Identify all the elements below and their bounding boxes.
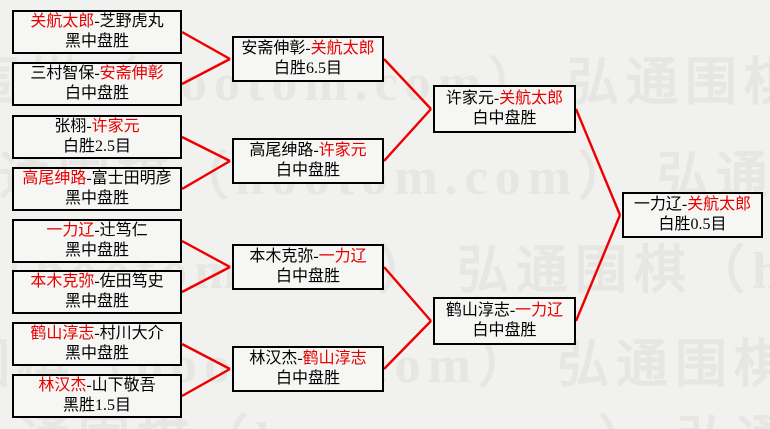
- player-name: 许家元: [318, 142, 367, 159]
- player-name: 一力辽: [318, 248, 367, 265]
- player-name: 村川大介: [99, 325, 164, 342]
- watermark-text: 弘通围棋（hootom.com） 弘通围棋（hootom.com） 弘通围棋（h…: [0, 398, 770, 429]
- separator: -: [94, 13, 100, 30]
- match-result: 白中盘胜: [275, 268, 340, 285]
- match-players: 鹤山淳志-村川大介: [30, 324, 163, 344]
- match-box-r1-4: 高尾绅路-富士田明彦 黑中盘胜: [12, 167, 182, 211]
- match-result: 白中盘胜: [275, 370, 340, 387]
- match-box-r2-2: 高尾绅路-许家元 白中盘胜: [232, 138, 384, 184]
- player-name: 芝野虎丸: [99, 13, 164, 30]
- player-name: 关航太郎: [30, 13, 95, 30]
- player-name: 安斋伸彰: [99, 65, 164, 82]
- player-name: 林汉杰: [249, 350, 298, 367]
- player-name: 高尾绅路: [249, 142, 314, 159]
- player-name: 安斋伸彰: [241, 40, 306, 57]
- player-name: 三村智保: [30, 65, 95, 82]
- separator: -: [94, 65, 100, 82]
- player-name: 关航太郎: [687, 196, 752, 213]
- separator: -: [313, 248, 319, 265]
- match-players: 高尾绅路-富士田明彦: [22, 169, 171, 189]
- player-name: 林汉杰: [38, 377, 87, 394]
- match-result: 白中盘胜: [275, 162, 340, 179]
- separator: -: [94, 325, 100, 342]
- separator: -: [305, 40, 311, 57]
- match-result: 白中盘胜: [64, 85, 129, 102]
- match-box-sf-1: 许家元-关航太郎 白中盘胜: [433, 85, 576, 133]
- separator: -: [86, 118, 92, 135]
- match-box-r1-8: 林汉杰-山下敬吾 黑胜1.5目: [12, 374, 182, 418]
- separator: -: [86, 170, 92, 187]
- match-result: 黑中盘胜: [64, 190, 129, 207]
- match-result: 黑中盘胜: [64, 242, 129, 259]
- separator: -: [493, 90, 500, 107]
- match-players: 张栩-许家元: [54, 117, 139, 137]
- player-name: 一力辽: [46, 222, 95, 239]
- player-name: 本木克弥: [249, 248, 314, 265]
- match-players: 林汉杰-鹤山淳志: [249, 349, 366, 369]
- match-result: 白胜6.5目: [273, 60, 342, 77]
- player-name: 关航太郎: [310, 40, 375, 57]
- match-players: 本木克弥-一力辽: [249, 247, 366, 267]
- match-box-final: 一力辽-关航太郎 白胜0.5目: [622, 192, 763, 238]
- match-box-r1-5: 一力辽-辻笃仁 黑中盘胜: [12, 219, 182, 263]
- separator: -: [94, 222, 100, 239]
- separator: -: [509, 302, 516, 319]
- match-box-r1-1: 关航太郎-芝野虎丸 黑中盘胜: [12, 10, 182, 54]
- match-box-sf-2: 鹤山淳志-一力辽 白中盘胜: [433, 297, 576, 345]
- player-name: 山下敬吾: [91, 377, 156, 394]
- match-box-r1-7: 鹤山淳志-村川大介 黑中盘胜: [12, 322, 182, 366]
- match-players: 安斋伸彰-关航太郎: [241, 39, 374, 59]
- match-result: 黑中盘胜: [64, 345, 129, 362]
- match-result: 黑中盘胜: [64, 33, 129, 50]
- player-name: 一力辽: [633, 196, 682, 213]
- separator: -: [681, 196, 688, 213]
- player-name: 许家元: [91, 118, 140, 135]
- player-name: 辻笃仁: [99, 222, 148, 239]
- match-box-r2-4: 林汉杰-鹤山淳志 白中盘胜: [232, 346, 384, 392]
- match-players: 许家元-关航太郎: [446, 89, 563, 109]
- match-players: 本木克弥-佐田笃史: [30, 272, 163, 292]
- player-name: 富士田明彦: [91, 170, 172, 187]
- match-box-r1-3: 张栩-许家元 白胜2.5目: [12, 115, 182, 159]
- match-players: 关航太郎-芝野虎丸: [30, 12, 163, 32]
- match-box-r2-3: 本木克弥-一力辽 白中盘胜: [232, 244, 384, 290]
- match-result: 白中盘胜: [472, 322, 537, 339]
- player-name: 高尾绅路: [22, 170, 87, 187]
- separator: -: [297, 350, 303, 367]
- separator: -: [313, 142, 319, 159]
- match-result: 白胜2.5目: [62, 138, 131, 155]
- match-players: 一力辽-辻笃仁: [46, 221, 147, 241]
- match-players: 鹤山淳志-一力辽: [446, 301, 563, 321]
- player-name: 本木克弥: [30, 273, 95, 290]
- player-name: 许家元: [445, 90, 494, 107]
- match-box-r1-2: 三村智保-安斋伸彰 白中盘胜: [12, 62, 182, 106]
- match-players: 高尾绅路-许家元: [249, 141, 366, 161]
- match-result: 白中盘胜: [472, 110, 537, 127]
- player-name: 张栩: [54, 118, 87, 135]
- match-players: 三村智保-安斋伸彰: [30, 64, 163, 84]
- player-name: 鹤山淳志: [302, 350, 367, 367]
- separator: -: [94, 273, 100, 290]
- match-result: 黑胜1.5目: [62, 397, 131, 414]
- player-name: 一力辽: [515, 302, 564, 319]
- match-players: 林汉杰-山下敬吾: [38, 376, 155, 396]
- match-box-r1-6: 本木克弥-佐田笃史 黑中盘胜: [12, 270, 182, 314]
- separator: -: [86, 377, 92, 394]
- player-name: 佐田笃史: [99, 273, 164, 290]
- match-box-r2-1: 安斋伸彰-关航太郎 白胜6.5目: [232, 36, 384, 82]
- player-name: 鹤山淳志: [445, 302, 510, 319]
- player-name: 鹤山淳志: [30, 325, 95, 342]
- match-result: 黑中盘胜: [64, 293, 129, 310]
- match-result: 白胜0.5目: [658, 216, 727, 233]
- match-players: 一力辽-关航太郎: [634, 195, 751, 215]
- player-name: 关航太郎: [499, 90, 564, 107]
